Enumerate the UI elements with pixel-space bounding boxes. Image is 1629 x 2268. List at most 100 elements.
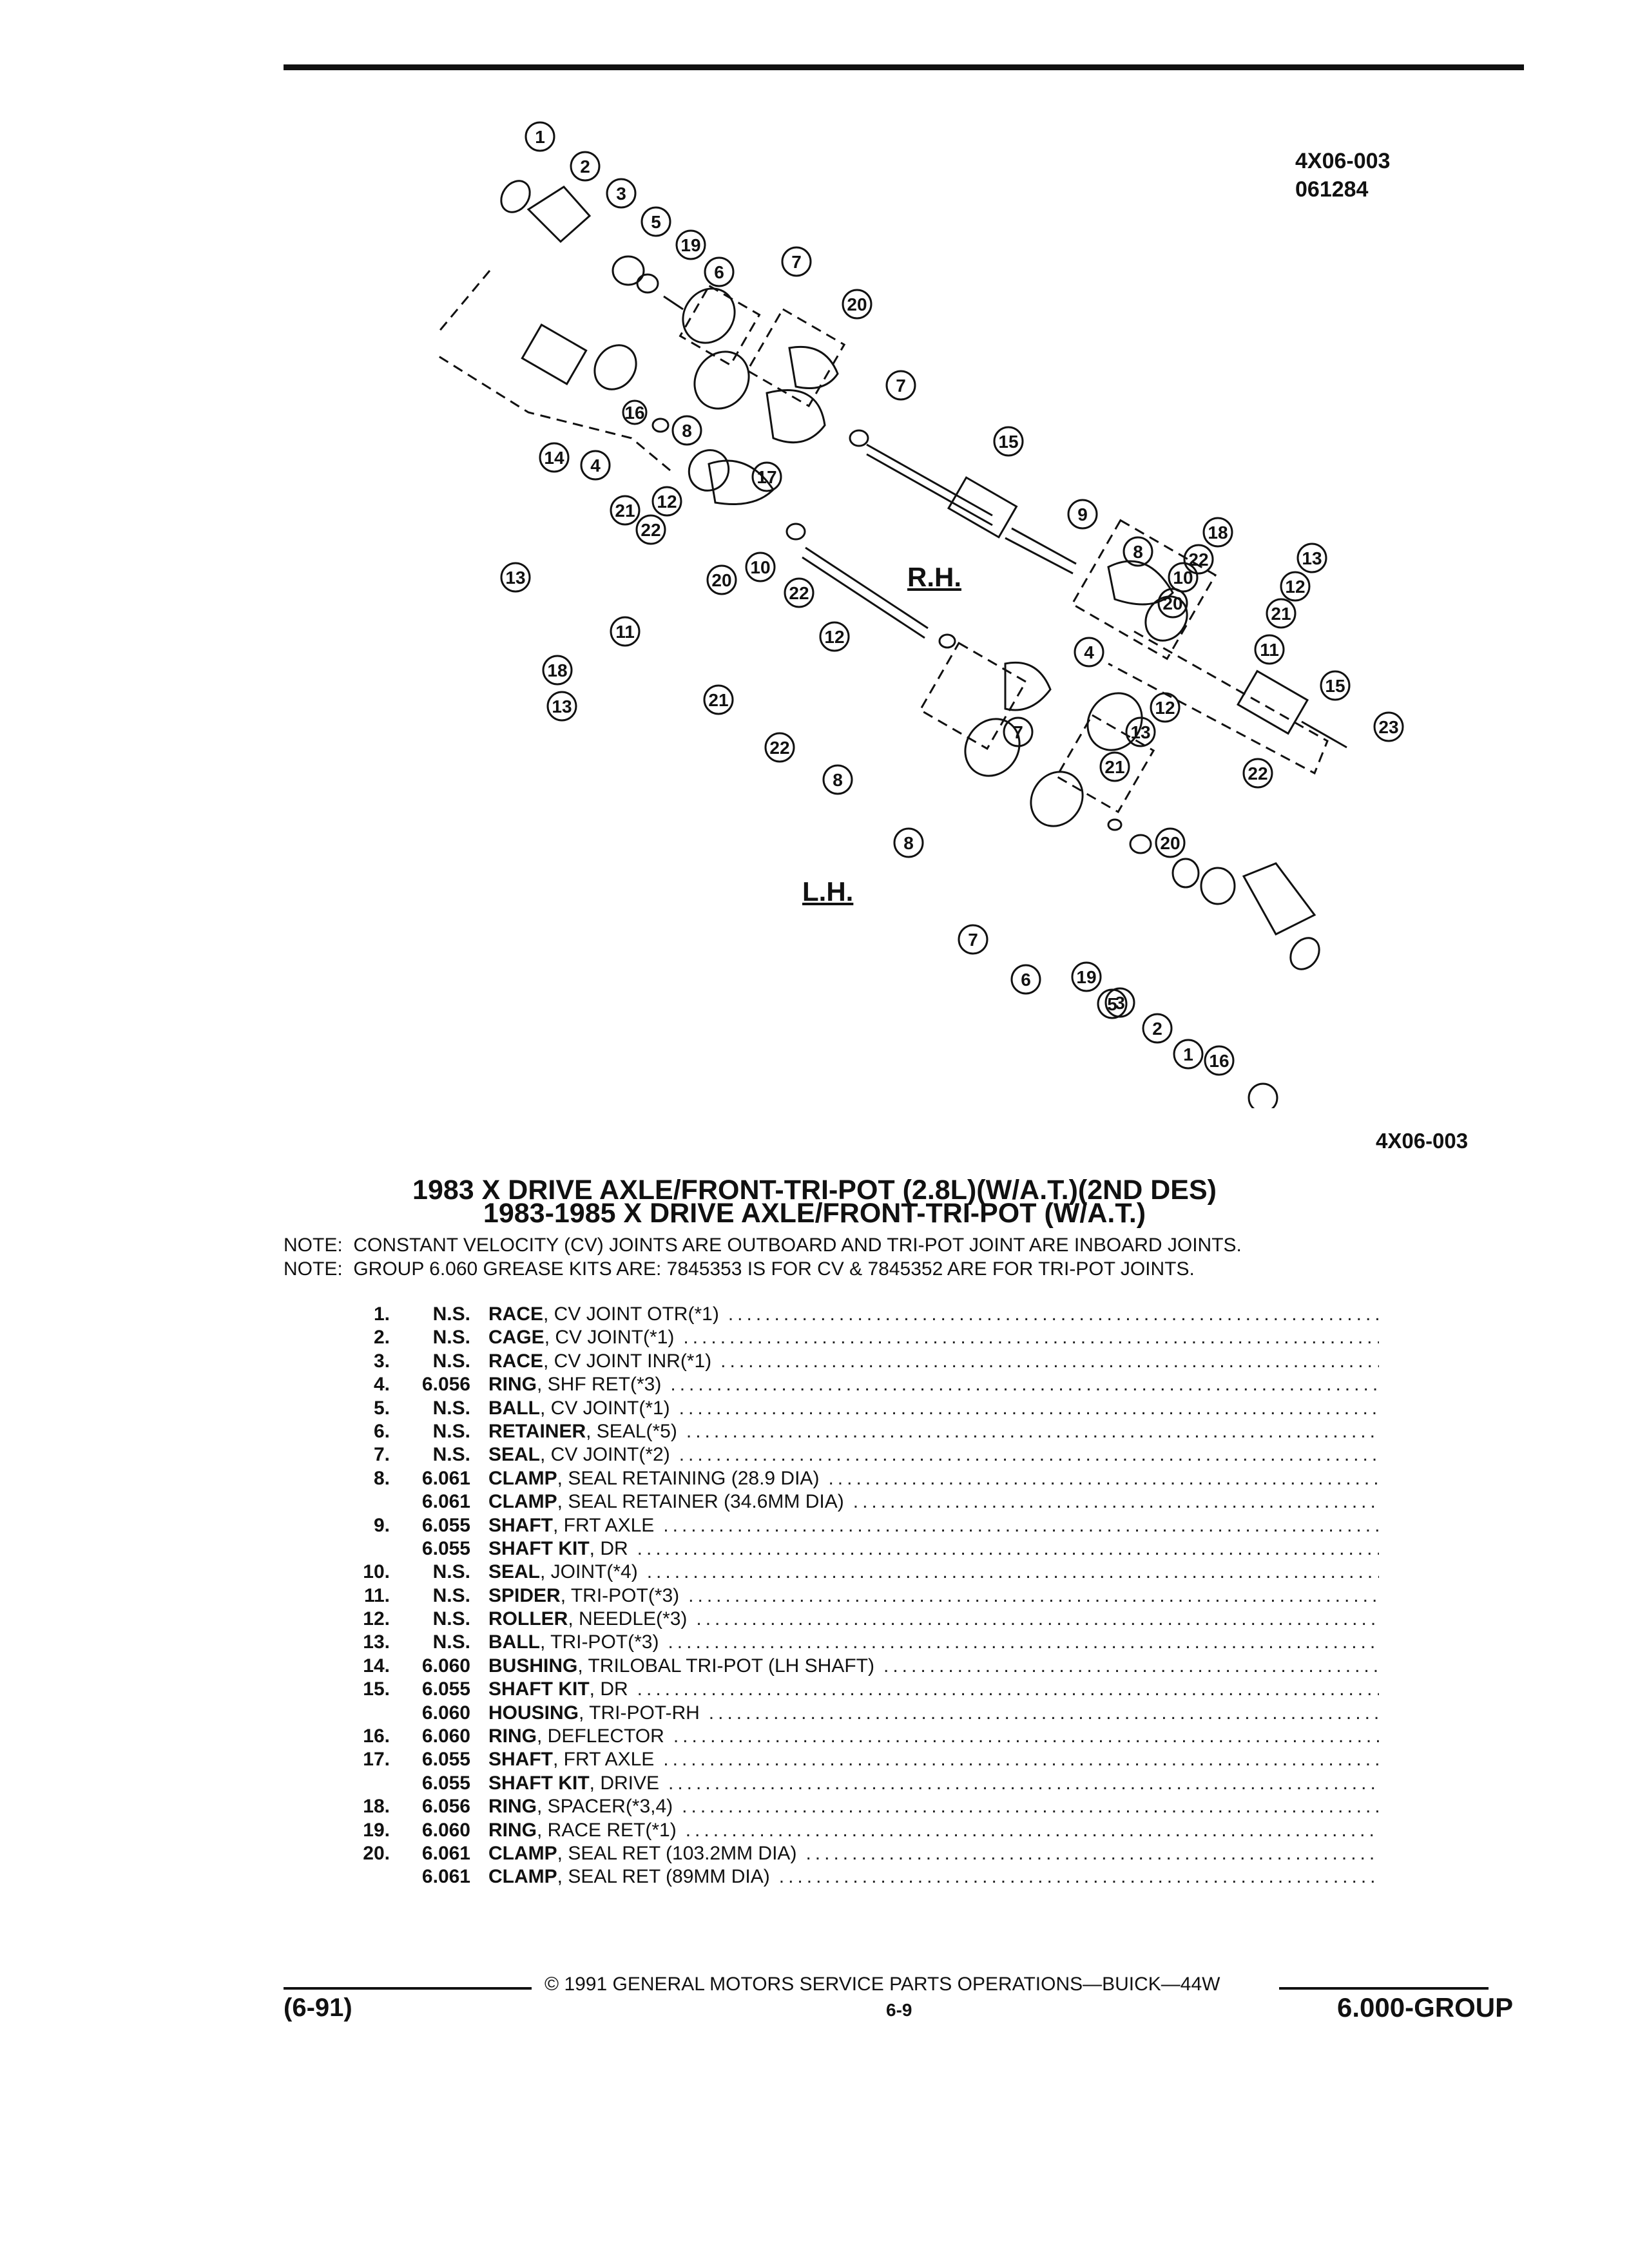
spacer [470, 1373, 488, 1396]
part-number: 14. [363, 1655, 390, 1677]
part-number: 18. [363, 1796, 390, 1818]
part-number [348, 1702, 390, 1725]
dot-leader: ........................................… [673, 1725, 1379, 1747]
callout-number: 22 [1248, 764, 1268, 783]
callout-number: 17 [757, 467, 776, 487]
callout-number: 20 [711, 570, 731, 590]
group-number: 6.061 [421, 1491, 470, 1513]
group-number: 6.055 [421, 1749, 470, 1771]
callout-number: 12 [657, 492, 677, 512]
callout-number: 21 [615, 501, 635, 521]
part-description: , DEFLECTOR [537, 1725, 664, 1747]
dot-leader: ........................................… [688, 1584, 1379, 1606]
part-number [348, 1537, 390, 1561]
callout-number: 21 [708, 690, 728, 710]
dot-leader: ........................................… [637, 1537, 1379, 1559]
part-description: , SEAL RET (103.2MM DIA) [557, 1842, 797, 1864]
dot-leader: ........................................… [668, 1772, 1379, 1794]
part-number: 8. [373, 1467, 390, 1489]
spacer [470, 1443, 488, 1466]
part-description: , DR [589, 1678, 628, 1700]
spacer [470, 1865, 488, 1888]
spacer [470, 1514, 488, 1537]
part-description: , SEAL(*5) [586, 1420, 677, 1442]
part-name: RING [488, 1796, 537, 1818]
part-number: 10. [363, 1561, 390, 1583]
callout-number: 21 [1271, 604, 1291, 624]
figure-code-line: 4X06-003 [1295, 149, 1391, 173]
part-description: , NEEDLE(*3) [568, 1608, 688, 1630]
group-number: 6.055 [421, 1514, 470, 1536]
callout-number: 10 [1173, 568, 1193, 588]
callout-number: 7 [896, 376, 906, 396]
spacer [470, 1584, 488, 1608]
figure-date-line: 061284 [1295, 177, 1369, 202]
figure-code-bottom: 4X06-003 [1376, 1129, 1469, 1153]
part-name: SHAFT [488, 1749, 553, 1771]
part-number: 16. [363, 1725, 390, 1747]
part-description: , JOINT(*4) [540, 1561, 638, 1583]
part-name: SPIDER [488, 1584, 561, 1606]
part-number: 12. [363, 1608, 390, 1630]
part-number: 2. [373, 1327, 390, 1349]
callout-number: 11 [615, 622, 635, 642]
group-number: N.S. [432, 1420, 470, 1442]
dot-leader: ........................................… [778, 1866, 1379, 1888]
spacer [470, 1678, 488, 1701]
part-name: CLAMP [488, 1842, 557, 1864]
callout-number: 20 [1160, 833, 1180, 853]
part-number: 3. [373, 1350, 390, 1372]
parts-row: 3.N.S.RACE, CV JOINT INR(*1)............… [348, 1350, 1379, 1373]
group-number: 6.055 [421, 1678, 470, 1700]
spacer [470, 1772, 488, 1795]
group-number: 6.060 [421, 1655, 470, 1677]
part-description: , CV JOINT(*1) [544, 1327, 675, 1349]
part-name: BUSHING [488, 1655, 578, 1677]
callout-number: 22 [789, 583, 809, 603]
part-number: 11. [363, 1584, 390, 1606]
page-number: 6-9 [886, 2000, 912, 2020]
callout-number: 9 [1077, 505, 1088, 524]
group-number: N.S. [432, 1561, 470, 1583]
callout-number: 21 [1104, 757, 1124, 777]
spacer [470, 1326, 488, 1349]
part-name: SHAFT [488, 1514, 553, 1536]
callout-number: 1 [535, 127, 545, 147]
callout-number: 13 [1302, 548, 1322, 568]
copyright: © 1991 GENERAL MOTORS SERVICE PARTS OPER… [545, 1974, 1220, 1995]
callout-number: 20 [847, 294, 867, 314]
parts-row: 7.N.S.SEAL, CV JOINT(*2)................… [348, 1443, 1379, 1466]
spacer [470, 1725, 488, 1748]
title-line-1: 1983 X DRIVE AXLE/FRONT-TRI-POT (2.8L)(W… [412, 1175, 1217, 1206]
part-number: 7. [373, 1444, 390, 1466]
part-name: RING [488, 1374, 537, 1396]
footer-rule-right [1279, 1987, 1489, 1990]
callout-number: 12 [824, 627, 844, 647]
part-description: , SEAL RET (89MM DIA) [557, 1866, 770, 1888]
dot-leader: ........................................… [663, 1514, 1379, 1536]
dot-leader: ........................................… [668, 1631, 1379, 1653]
callout-number: 2 [1152, 1019, 1162, 1039]
callout-number: 13 [552, 697, 572, 716]
callout-number: 6 [714, 262, 724, 282]
part-description: , TRI-POT-RH [579, 1702, 700, 1724]
group-number: N.S. [432, 1444, 470, 1466]
spacer [470, 1420, 488, 1443]
part-name: RETAINER [488, 1420, 586, 1442]
dot-leader: ........................................… [686, 1420, 1379, 1442]
callout-number: 20 [1162, 593, 1182, 613]
dot-leader: ........................................… [828, 1467, 1379, 1489]
group-number: 6.055 [421, 1537, 470, 1559]
spacer [470, 1537, 488, 1561]
callout-number: 8 [682, 421, 692, 441]
part-description: , RACE RET(*1) [537, 1819, 677, 1841]
callout-number: 7 [1013, 722, 1023, 742]
callout-number: 7 [791, 252, 802, 272]
top-rule [284, 64, 1524, 70]
